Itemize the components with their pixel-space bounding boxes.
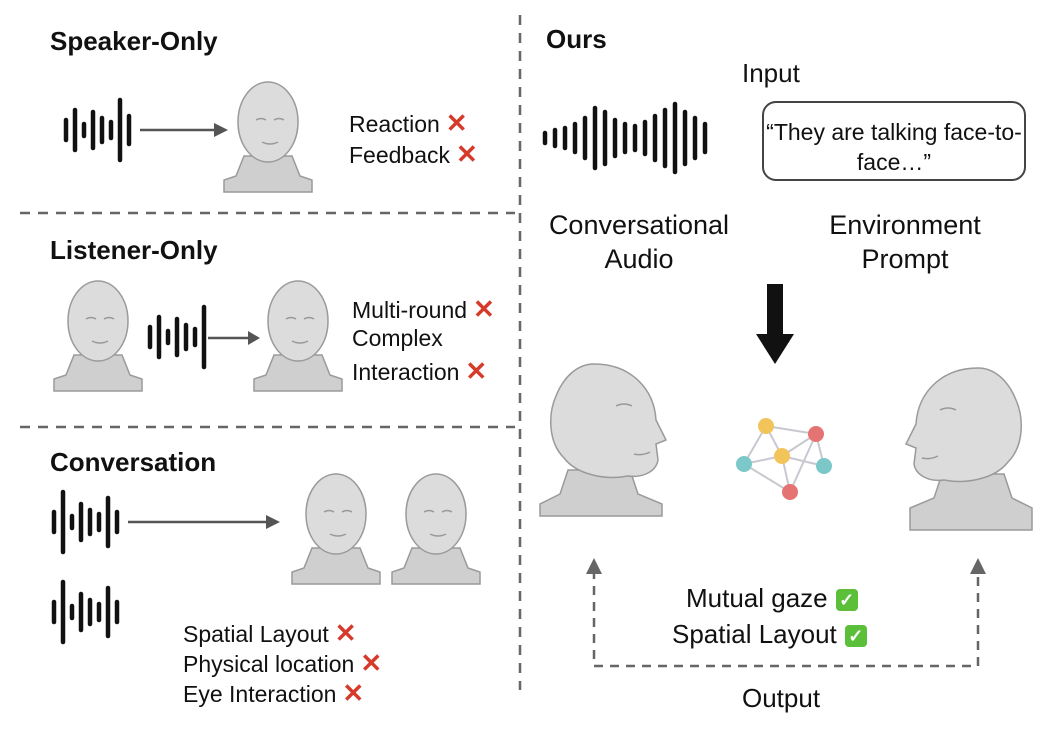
conversation-title: Conversation — [50, 447, 217, 477]
speaker-item-feedback: Feedback✕ — [349, 139, 478, 169]
output-feedback-arrows — [586, 558, 986, 668]
conversation-audio-waveform-icon-1 — [51, 489, 120, 555]
input-label: Input — [742, 58, 800, 88]
output-label: Output — [742, 683, 821, 713]
conversation-head-avatar-1 — [291, 473, 381, 585]
listener-item-multi-round: Multi-round✕ — [352, 294, 495, 324]
speaker-head-avatar — [223, 81, 313, 193]
cross-icon: ✕ — [342, 678, 365, 708]
cross-icon: ✕ — [473, 294, 495, 324]
conversation-item-physical-location: Physical location✕ — [183, 648, 383, 678]
graph-network-icon — [736, 418, 832, 500]
speaker-audio-waveform-icon — [63, 97, 132, 163]
listener-item-interaction: Interaction✕ — [352, 356, 488, 386]
listener-audio-waveform-icon — [147, 304, 207, 370]
listener-head-avatar — [253, 280, 343, 392]
environment-prompt-text: “They are talking face-to-face…” — [766, 119, 1022, 175]
conversation-head-avatar-2 — [391, 473, 481, 585]
conversation-item-spatial-layout: Spatial Layout✕ — [183, 618, 357, 648]
down-arrow-icon — [756, 284, 794, 364]
speaker-item-reaction: Reaction✕ — [349, 108, 468, 138]
conversation-arrow-icon — [128, 515, 280, 529]
ours-title: Ours — [546, 24, 607, 54]
speaker-arrow-icon — [140, 123, 228, 137]
speaker-only-title: Speaker-Only — [50, 26, 218, 56]
listener-arrow-icon — [208, 331, 260, 345]
listener-only-title: Listener-Only — [50, 235, 218, 265]
check-icon: ✓ — [835, 589, 858, 612]
cross-icon: ✕ — [334, 618, 357, 648]
conversational-audio-waveform-icon — [542, 101, 708, 175]
check-icon: ✓ — [844, 625, 867, 648]
listener-speaker-head-avatar — [53, 280, 143, 392]
listener-item-complex: Complex — [352, 325, 443, 351]
conversational-audio-label: Conversational Audio — [548, 210, 730, 274]
result-spatial-layout: Spatial Layout✓ — [672, 619, 867, 650]
ours-head-avatar-left — [539, 363, 668, 517]
result-mutual-gaze: Mutual gaze✓ — [686, 583, 858, 614]
cross-icon: ✕ — [465, 356, 488, 386]
cross-icon: ✕ — [360, 648, 383, 678]
environment-prompt-box: “They are talking face-to-face…” — [762, 101, 1026, 181]
environment-prompt-label: Environment Prompt — [829, 210, 981, 274]
ours-head-avatar-right — [904, 367, 1033, 531]
cross-icon: ✕ — [445, 108, 468, 138]
conversation-audio-waveform-icon-2 — [51, 579, 120, 645]
conversation-item-eye-interaction: Eye Interaction✕ — [183, 678, 365, 708]
cross-icon: ✕ — [456, 139, 478, 169]
